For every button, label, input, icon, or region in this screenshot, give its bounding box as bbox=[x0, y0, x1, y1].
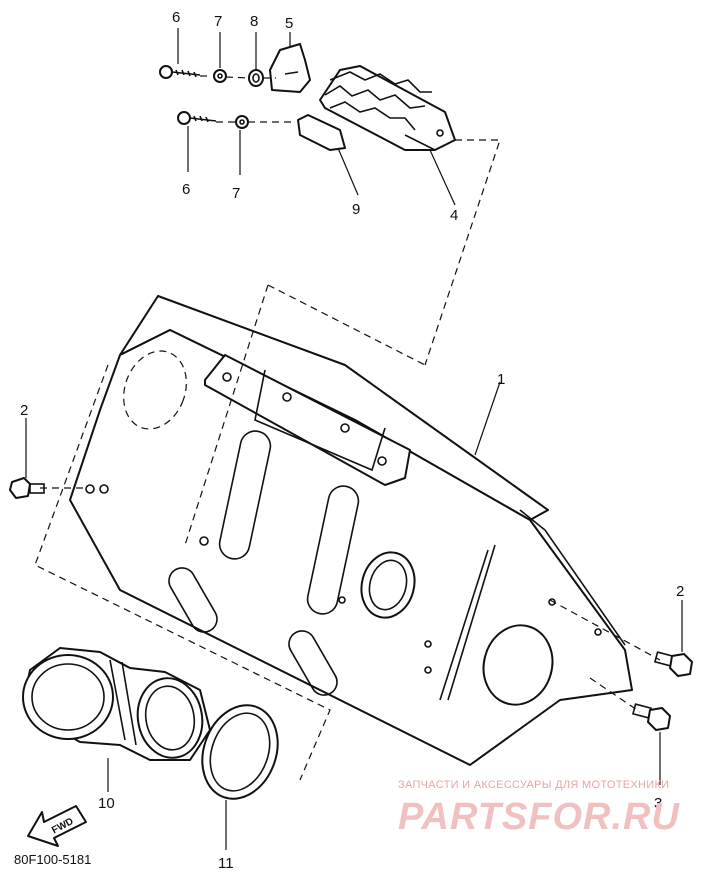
callout-2-right: 2 bbox=[676, 583, 684, 600]
watermark-tagline: ЗАПЧАСТИ И АКСЕССУАРЫ ДЛЯ МОТОТЕХНИКИ bbox=[398, 779, 670, 791]
bolt-part-2-left bbox=[9, 477, 45, 499]
callout-4: 4 bbox=[450, 207, 458, 224]
nut-part-7-upper bbox=[213, 69, 227, 83]
callout-7-upper: 7 bbox=[214, 13, 222, 30]
assembly-dash-lines bbox=[34, 75, 661, 781]
callout-9: 9 bbox=[352, 201, 360, 218]
grommet-part-8 bbox=[248, 69, 264, 87]
leader-lines bbox=[25, 28, 683, 850]
drawing-code: 80F100-5181 bbox=[14, 852, 92, 867]
callout-6-lower: 6 bbox=[182, 181, 190, 198]
callout-3: 3 bbox=[654, 795, 662, 812]
callout-2-left: 2 bbox=[20, 402, 28, 419]
callout-11: 11 bbox=[218, 855, 234, 872]
main-cover-panel bbox=[69, 295, 633, 766]
clip-part-9 bbox=[297, 114, 346, 151]
screw-part-6-upper bbox=[159, 65, 201, 79]
nut-part-7-lower bbox=[235, 115, 249, 129]
callout-8: 8 bbox=[250, 13, 258, 30]
callout-labels: 6 7 8 5 6 7 9 4 1 2 2 3 10 11 bbox=[20, 9, 684, 872]
callout-6-upper: 6 bbox=[172, 9, 180, 26]
clip-part-5 bbox=[269, 43, 311, 93]
bolt-part-3 bbox=[631, 703, 671, 731]
forward-arrow-icon: FWD bbox=[27, 805, 87, 847]
screw-part-6-lower bbox=[177, 111, 217, 125]
bolt-part-2-right bbox=[653, 651, 693, 677]
callout-10: 10 bbox=[98, 795, 115, 812]
intake-joint-part-10 bbox=[22, 647, 211, 761]
hose-band-part-11 bbox=[201, 704, 279, 800]
callout-5: 5 bbox=[285, 15, 293, 32]
callout-1: 1 bbox=[497, 371, 505, 388]
watermark-logo: PARTSFOR.RU bbox=[398, 796, 680, 838]
callout-7-lower: 7 bbox=[232, 185, 240, 202]
